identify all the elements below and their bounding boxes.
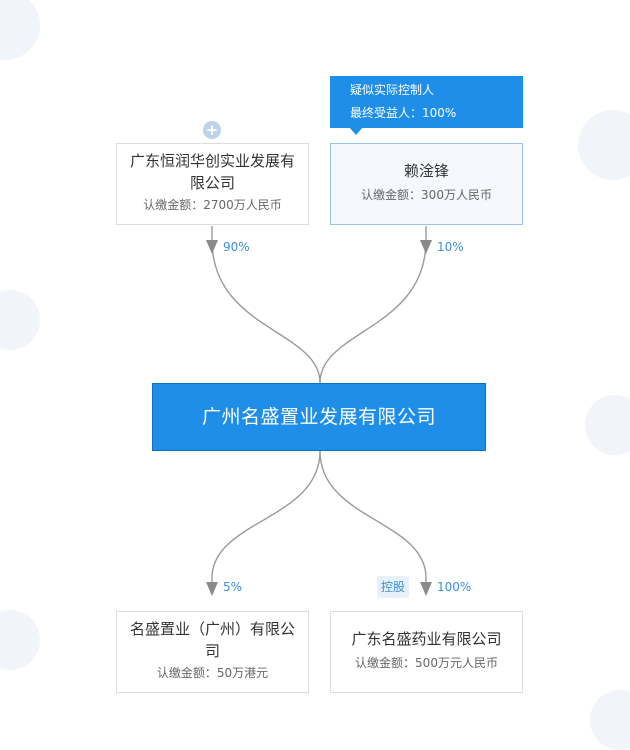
shareholder-node-1[interactable]: 广东恒润华创实业发展有限公司 认缴金额：2700万人民币 xyxy=(116,143,309,225)
watermark-logo-icon xyxy=(578,110,630,180)
arrow-shareholder-1 xyxy=(206,240,218,254)
controller-tag-line1: 疑似实际控制人 xyxy=(350,83,435,97)
controller-tag-line2: 最终受益人：100% xyxy=(350,106,457,120)
edge-investment-1 xyxy=(211,450,321,592)
percent-label-investment-2: 100% xyxy=(437,580,472,594)
shareholder-capital: 认缴金额：2700万人民币 xyxy=(143,198,282,212)
investment-capital: 认缴金额：500万元人民币 xyxy=(355,656,498,670)
arrow-investment-1 xyxy=(206,582,218,596)
company-node[interactable]: 广州名盛置业发展有限公司 xyxy=(152,383,486,451)
shareholder-node-2[interactable]: 赖淦锋 认缴金额：300万人民币 xyxy=(330,143,523,225)
shareholder-capital: 认缴金额：300万人民币 xyxy=(361,188,492,202)
arrow-shareholder-2 xyxy=(420,240,432,254)
controller-tag-pointer xyxy=(349,127,363,135)
investment-capital: 认缴金额：50万港元 xyxy=(156,666,269,680)
investment-node-2[interactable]: 广东名盛药业有限公司 认缴金额：500万元人民币 xyxy=(330,611,523,693)
percent-label-shareholder-2: 10% xyxy=(437,240,464,254)
plus-icon[interactable]: + xyxy=(203,121,221,139)
controller-tag: 疑似实际控制人 最终受益人：100% xyxy=(330,76,523,128)
percent-label-investment-1: 5% xyxy=(223,580,243,594)
investment-node-1[interactable]: 名盛置业（广州）有限公司 认缴金额：50万港元 xyxy=(116,611,309,693)
investment-name: 广东名盛药业有限公司 xyxy=(351,630,502,648)
watermark-logo-icon xyxy=(585,395,630,455)
holding-badge: 控股 xyxy=(377,576,410,598)
percent-label-shareholder-1: 90% xyxy=(223,240,250,254)
edge-shareholder-2 xyxy=(319,226,427,384)
shareholder-name: 广东恒润华创实业发展有限公司 xyxy=(129,152,295,192)
arrow-investment-2 xyxy=(420,582,432,596)
shareholder-name: 赖淦锋 xyxy=(403,162,449,180)
edge-investment-2 xyxy=(319,450,427,592)
edge-shareholder-1 xyxy=(211,226,321,384)
investment-name: 名盛置业（广州）有限公司 xyxy=(129,620,295,660)
